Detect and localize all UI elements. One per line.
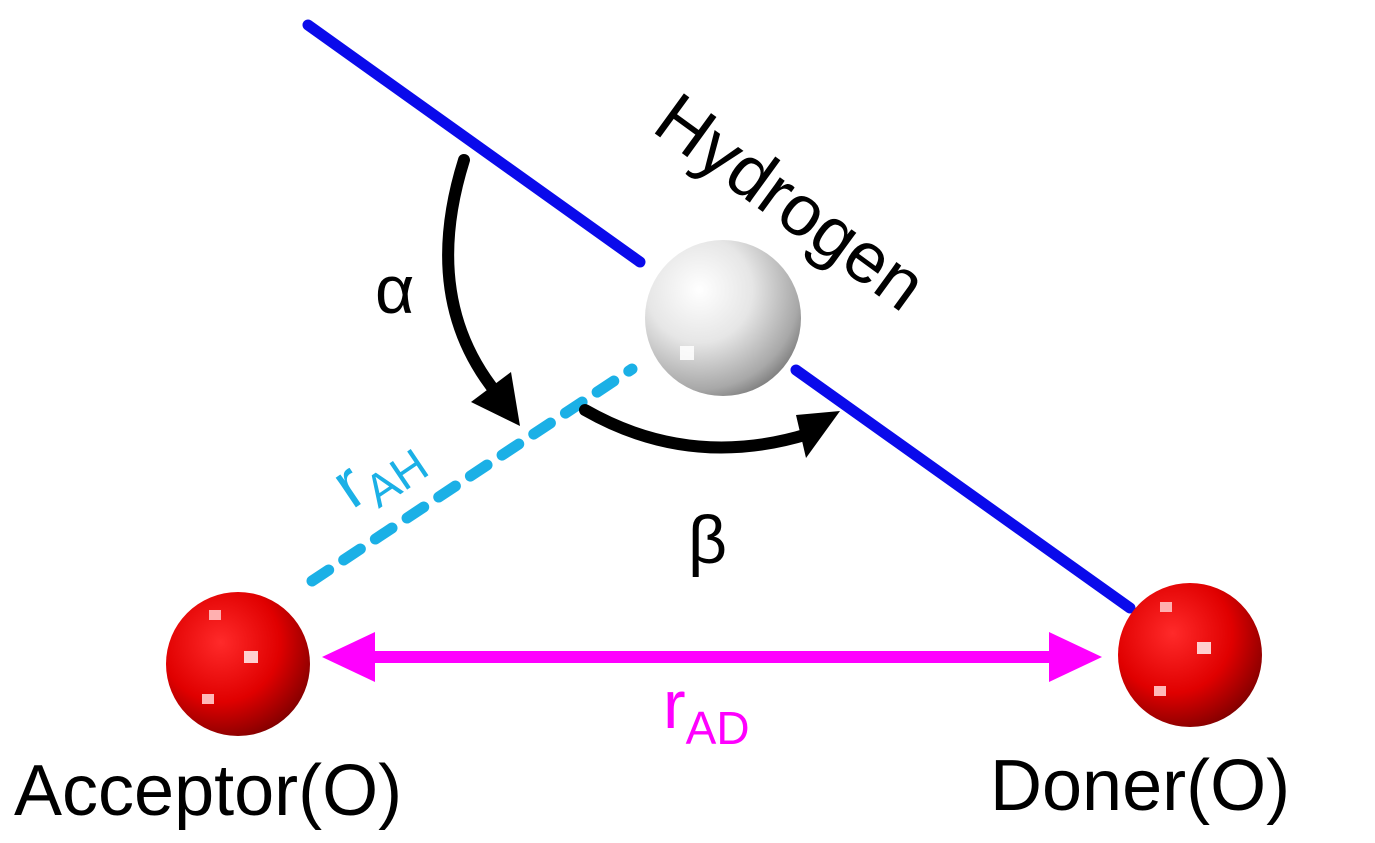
alpha-angle-arc (442, 154, 504, 401)
donor-oxygen-atom (1118, 583, 1262, 727)
beta-label: β (688, 502, 727, 578)
acceptor-highlight-1 (209, 610, 221, 620)
acceptor-hydrogen-dashed-line (306, 363, 638, 587)
acceptor-oxygen-atom (166, 592, 310, 736)
r-ad-label: rAD (663, 667, 750, 754)
acceptor-highlight-3 (202, 694, 214, 704)
donor-label: Doner(O) (990, 746, 1290, 826)
donor-highlight-1 (1160, 602, 1172, 612)
upper-bond-line (302, 19, 646, 268)
distance-arrowhead-left (322, 632, 375, 682)
donor-hydrogen-bond-line (790, 364, 1136, 614)
acceptor-label: Acceptor(O) (14, 751, 402, 831)
beta-arrowhead (796, 411, 840, 458)
hydrogen-highlight (680, 346, 694, 360)
r-ad-subscript: AD (686, 702, 750, 754)
alpha-label: α (375, 252, 414, 328)
r-ad-main: r (663, 667, 686, 743)
acceptor-highlight-2 (244, 651, 258, 663)
beta-angle-arc (579, 404, 814, 454)
alpha-arrowhead (471, 372, 520, 426)
distance-arrowhead-right (1049, 632, 1102, 682)
hydrogen-atom (645, 240, 801, 396)
donor-highlight-3 (1154, 686, 1166, 696)
donor-highlight-2 (1197, 642, 1211, 654)
